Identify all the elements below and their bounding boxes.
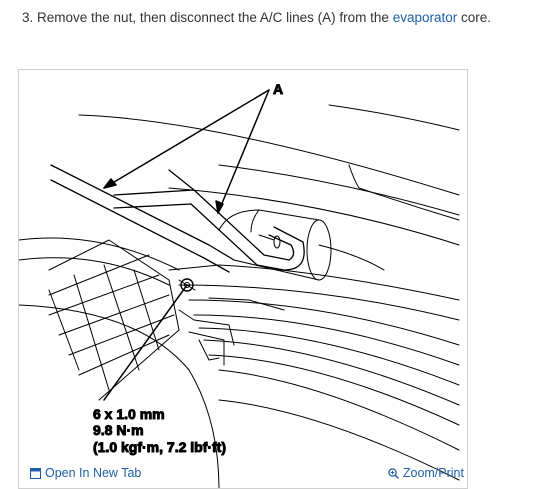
dashboard-panel-lines (78, 104, 460, 271)
figure-actions-bar: Open In New Tab Zoom/Print (30, 466, 464, 480)
evaporator-fitting (218, 209, 332, 281)
spec-size: 6 x 1.0 mm (93, 406, 165, 422)
ac-line-upper (50, 164, 235, 273)
torque-callout-line (103, 284, 188, 401)
ac-line-lower (113, 169, 305, 271)
open-new-tab-link[interactable]: Open In New Tab (30, 466, 141, 480)
bracket-lines (178, 297, 285, 366)
left-louvre-lines (19, 237, 180, 401)
housing-outline (19, 304, 220, 488)
spec-torque-nm: 9.8 N·m (93, 422, 144, 438)
spec-torque-alt: (1.0 kgf·m, 7.2 lbf·ft) (93, 439, 226, 455)
evaporator-link[interactable]: evaporator (392, 10, 458, 25)
callout-a-arrows (103, 89, 270, 214)
callout-a-label: A (273, 81, 283, 97)
zoom-print-link[interactable]: Zoom/Print (388, 466, 464, 480)
open-new-tab-label: Open In New Tab (45, 466, 142, 480)
instruction-text-end: core. (457, 10, 492, 25)
zoom-print-label: Zoom/Print (402, 466, 464, 480)
illustration-frame: A 6 x 1.0 mm 9.8 N·m (1.0 kgf·m, 7.2 lbf… (18, 69, 468, 489)
instruction-text: 3. Remove the nut, then disconnect the A… (22, 10, 491, 25)
instruction-text-start: 3. Remove the nut, then disconnect the A… (22, 10, 393, 25)
ac-lines-illustration: A 6 x 1.0 mm 9.8 N·m (1.0 kgf·m, 7.2 lbf… (19, 81, 460, 488)
